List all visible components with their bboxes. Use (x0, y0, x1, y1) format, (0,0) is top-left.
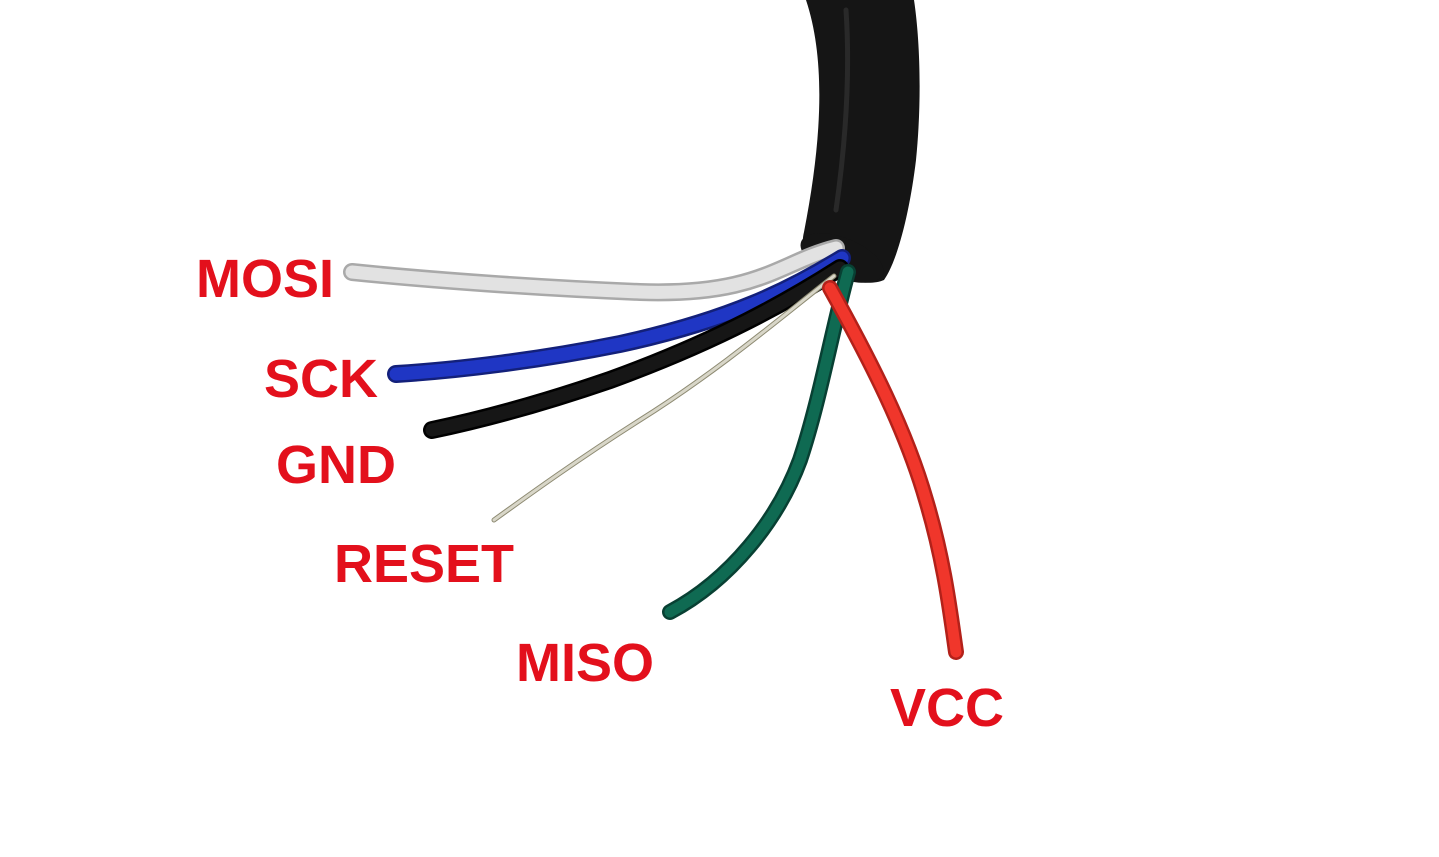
label-mosi: MOSI (196, 249, 335, 309)
label-reset: RESET (334, 534, 515, 594)
wire-gnd-insulation (425, 261, 847, 437)
wire-group (343, 239, 964, 660)
wire-vcc-outline (822, 280, 964, 660)
wire-mosi-insulation (345, 241, 843, 299)
wire-vcc-insulation (824, 282, 962, 658)
wire-miso-insulation (664, 266, 854, 618)
wire-mosi (343, 239, 845, 302)
label-vcc: VCC (890, 678, 1005, 738)
wire-sck-insulation (389, 251, 849, 381)
wire-vcc (822, 280, 964, 660)
cable-jacket-highlight (833, 7, 851, 213)
label-miso: MISO (516, 633, 655, 693)
label-sck: SCK (264, 349, 379, 409)
cable-jacket-body (802, 0, 920, 283)
wire-sck (387, 249, 851, 383)
wire-miso (662, 264, 856, 620)
wire-reset (491, 273, 837, 523)
wire-gnd (423, 259, 849, 439)
wire-reset-strand (492, 274, 836, 522)
label-gnd: GND (276, 435, 396, 495)
